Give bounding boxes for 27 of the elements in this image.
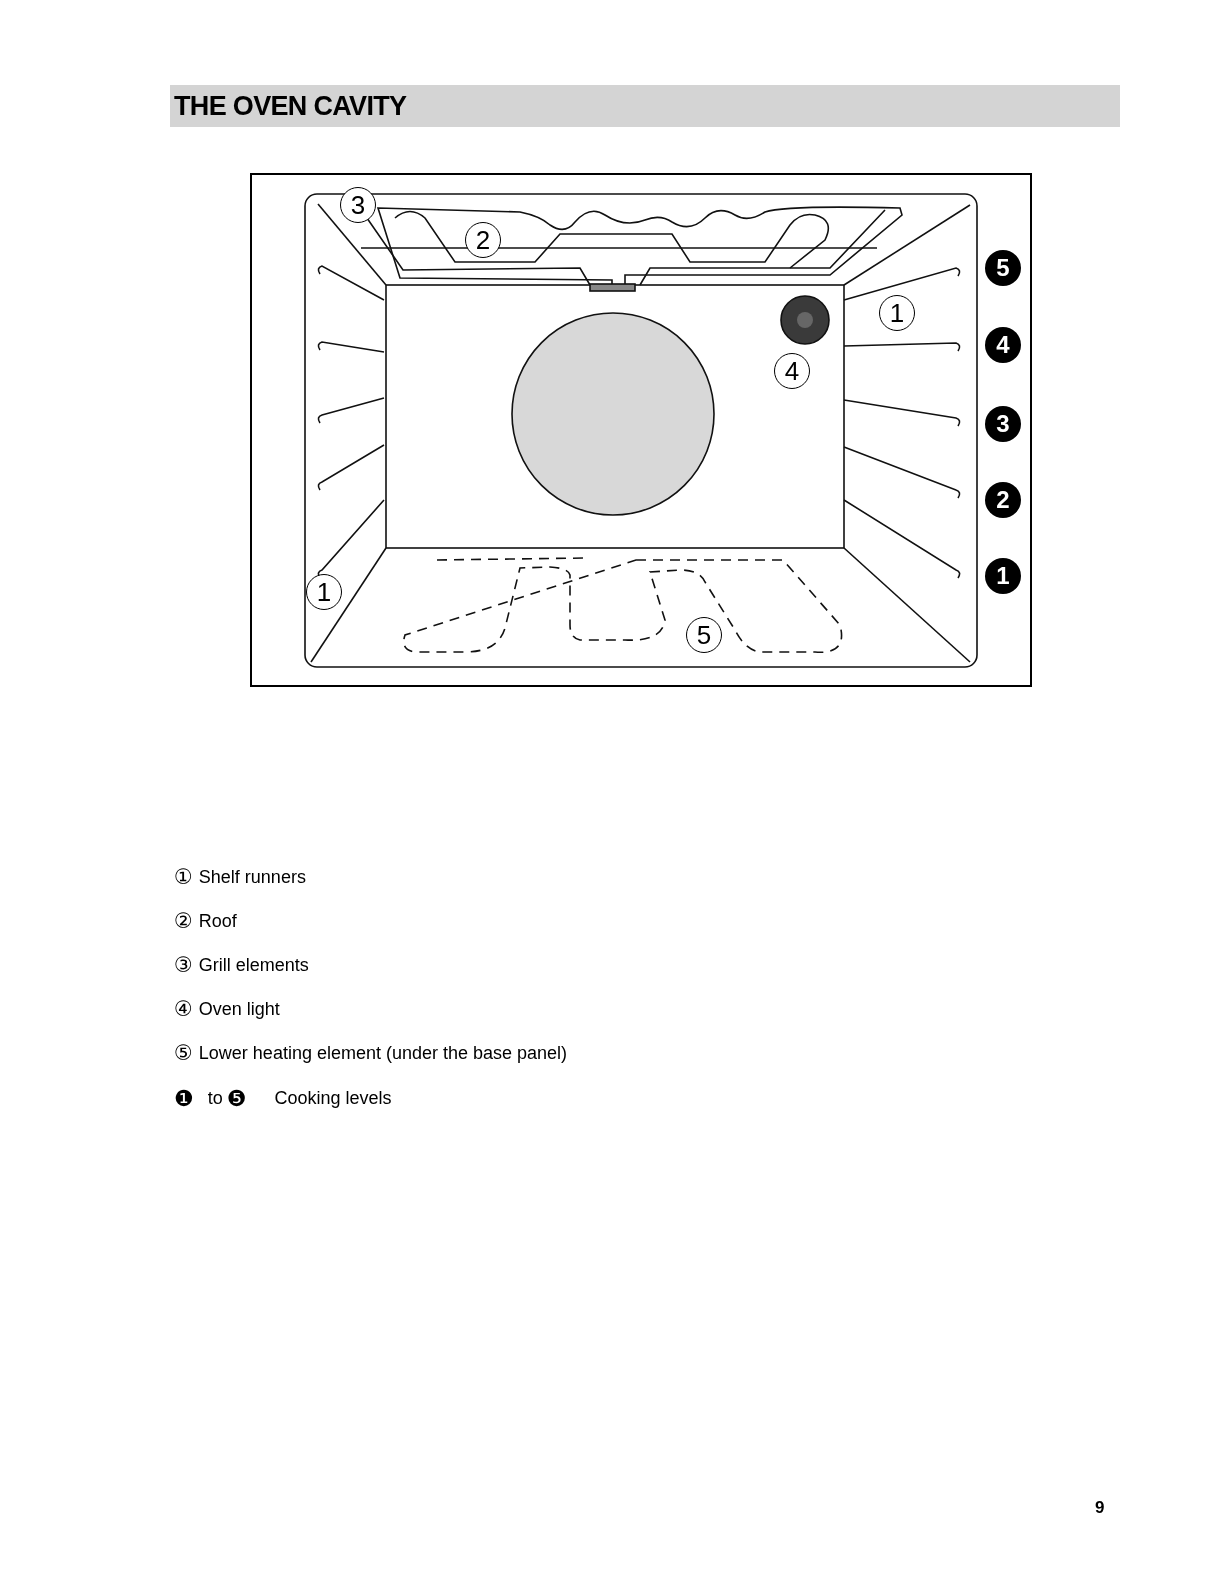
circled-number: ③ <box>174 952 193 979</box>
callout-number: 5 <box>686 617 722 653</box>
callout-number: 3 <box>340 187 376 223</box>
legend-text: Lower heating element (under the base panel) <box>198 1042 568 1066</box>
page-number: 9 <box>1095 1497 1105 1519</box>
circled-number: ④ <box>174 996 193 1023</box>
level-number: 5 <box>985 250 1021 286</box>
circled-number: ⑤ <box>174 1040 193 1067</box>
circled-number: ① <box>174 864 193 891</box>
callout-number: 1 <box>879 295 915 331</box>
legend-text: Oven light <box>198 998 280 1022</box>
level-number: ❶ <box>174 1085 194 1113</box>
callout-number: 4 <box>774 353 810 389</box>
level-number: 3 <box>985 406 1021 442</box>
legend-text: Shelf runners <box>198 866 306 890</box>
circled-number: ② <box>174 908 193 935</box>
legend-text: Roof <box>198 910 237 934</box>
legend-text: Cooking levels <box>274 1087 392 1110</box>
level-number: 1 <box>985 558 1021 594</box>
callout-number: 2 <box>465 222 501 258</box>
level-number: ❺ <box>226 1085 247 1113</box>
title: THE OVEN CAVITY <box>174 89 407 123</box>
level-number: 2 <box>985 482 1021 518</box>
callout-number: 1 <box>306 574 342 610</box>
legend-text: to <box>207 1087 223 1110</box>
legend-text: Grill elements <box>198 954 309 978</box>
level-number: 4 <box>985 327 1021 363</box>
